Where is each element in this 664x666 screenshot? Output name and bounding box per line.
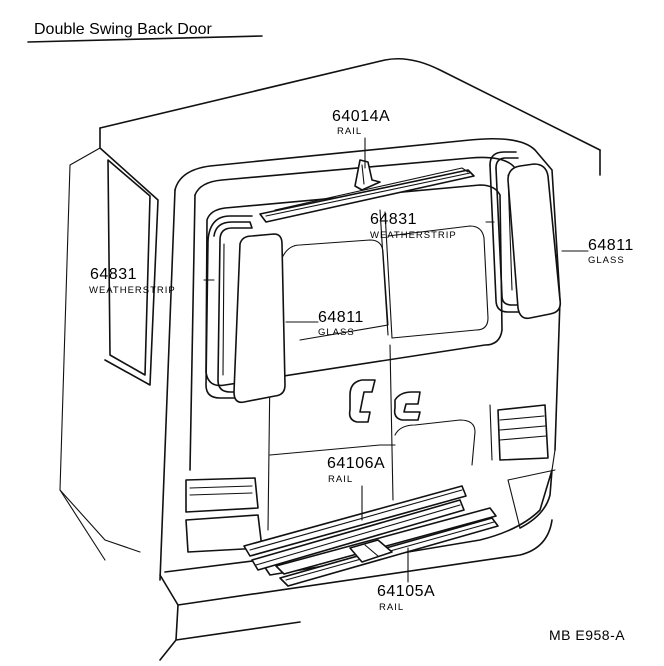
van-body-outline [59, 57, 601, 661]
callout-glass-right: 64811 GLASS [588, 237, 634, 266]
diagram-title: Double Swing Back Door [34, 21, 213, 38]
drawing-code: MB E958-A [549, 627, 625, 643]
callout-rail-top: 64014A RAIL [332, 108, 390, 137]
callout-rail-mid: 64106A RAIL [327, 455, 385, 485]
callout-glass-left: 64811 GLASS [318, 309, 364, 338]
rail-top-part [259, 159, 475, 223]
callout-rail-bottom: 64105A RAIL [377, 583, 435, 613]
callout-glass-right-name: GLASS [588, 255, 625, 266]
leader-lines [203, 137, 589, 583]
callout-glass-left-number: 64811 [318, 309, 364, 326]
callout-rail-top-number: 64014A [332, 108, 390, 125]
callout-rail-bottom-number: 64105A [377, 583, 435, 600]
callout-weatherstrip-left-name: WEATHERSTRIP [89, 285, 176, 296]
glass-right-part [507, 163, 562, 320]
callout-weatherstrip-right-number: 64831 [370, 211, 417, 228]
callout-weatherstrip-right-name: WEATHERSTRIP [370, 230, 457, 241]
callout-rail-mid-name: RAIL [328, 474, 353, 485]
callout-rail-bottom-name: RAIL [379, 602, 404, 613]
callout-glass-left-name: GLASS [318, 327, 355, 338]
callout-weatherstrip-left-number: 64831 [90, 266, 137, 283]
weatherstrip-left-part [205, 215, 253, 399]
rail-bottom-part [275, 507, 499, 587]
callout-rail-mid-number: 64106A [327, 455, 385, 472]
callout-weatherstrip-left: 64831 WEATHERSTRIP [89, 266, 176, 296]
callout-weatherstrip-right: 64831 WEATHERSTRIP [370, 211, 457, 241]
callout-rail-top-name: RAIL [337, 126, 362, 137]
callout-glass-right-number: 64811 [588, 237, 634, 254]
title-underline [27, 35, 263, 43]
glass-left-part [233, 233, 286, 404]
rail-mid-part [243, 485, 467, 571]
